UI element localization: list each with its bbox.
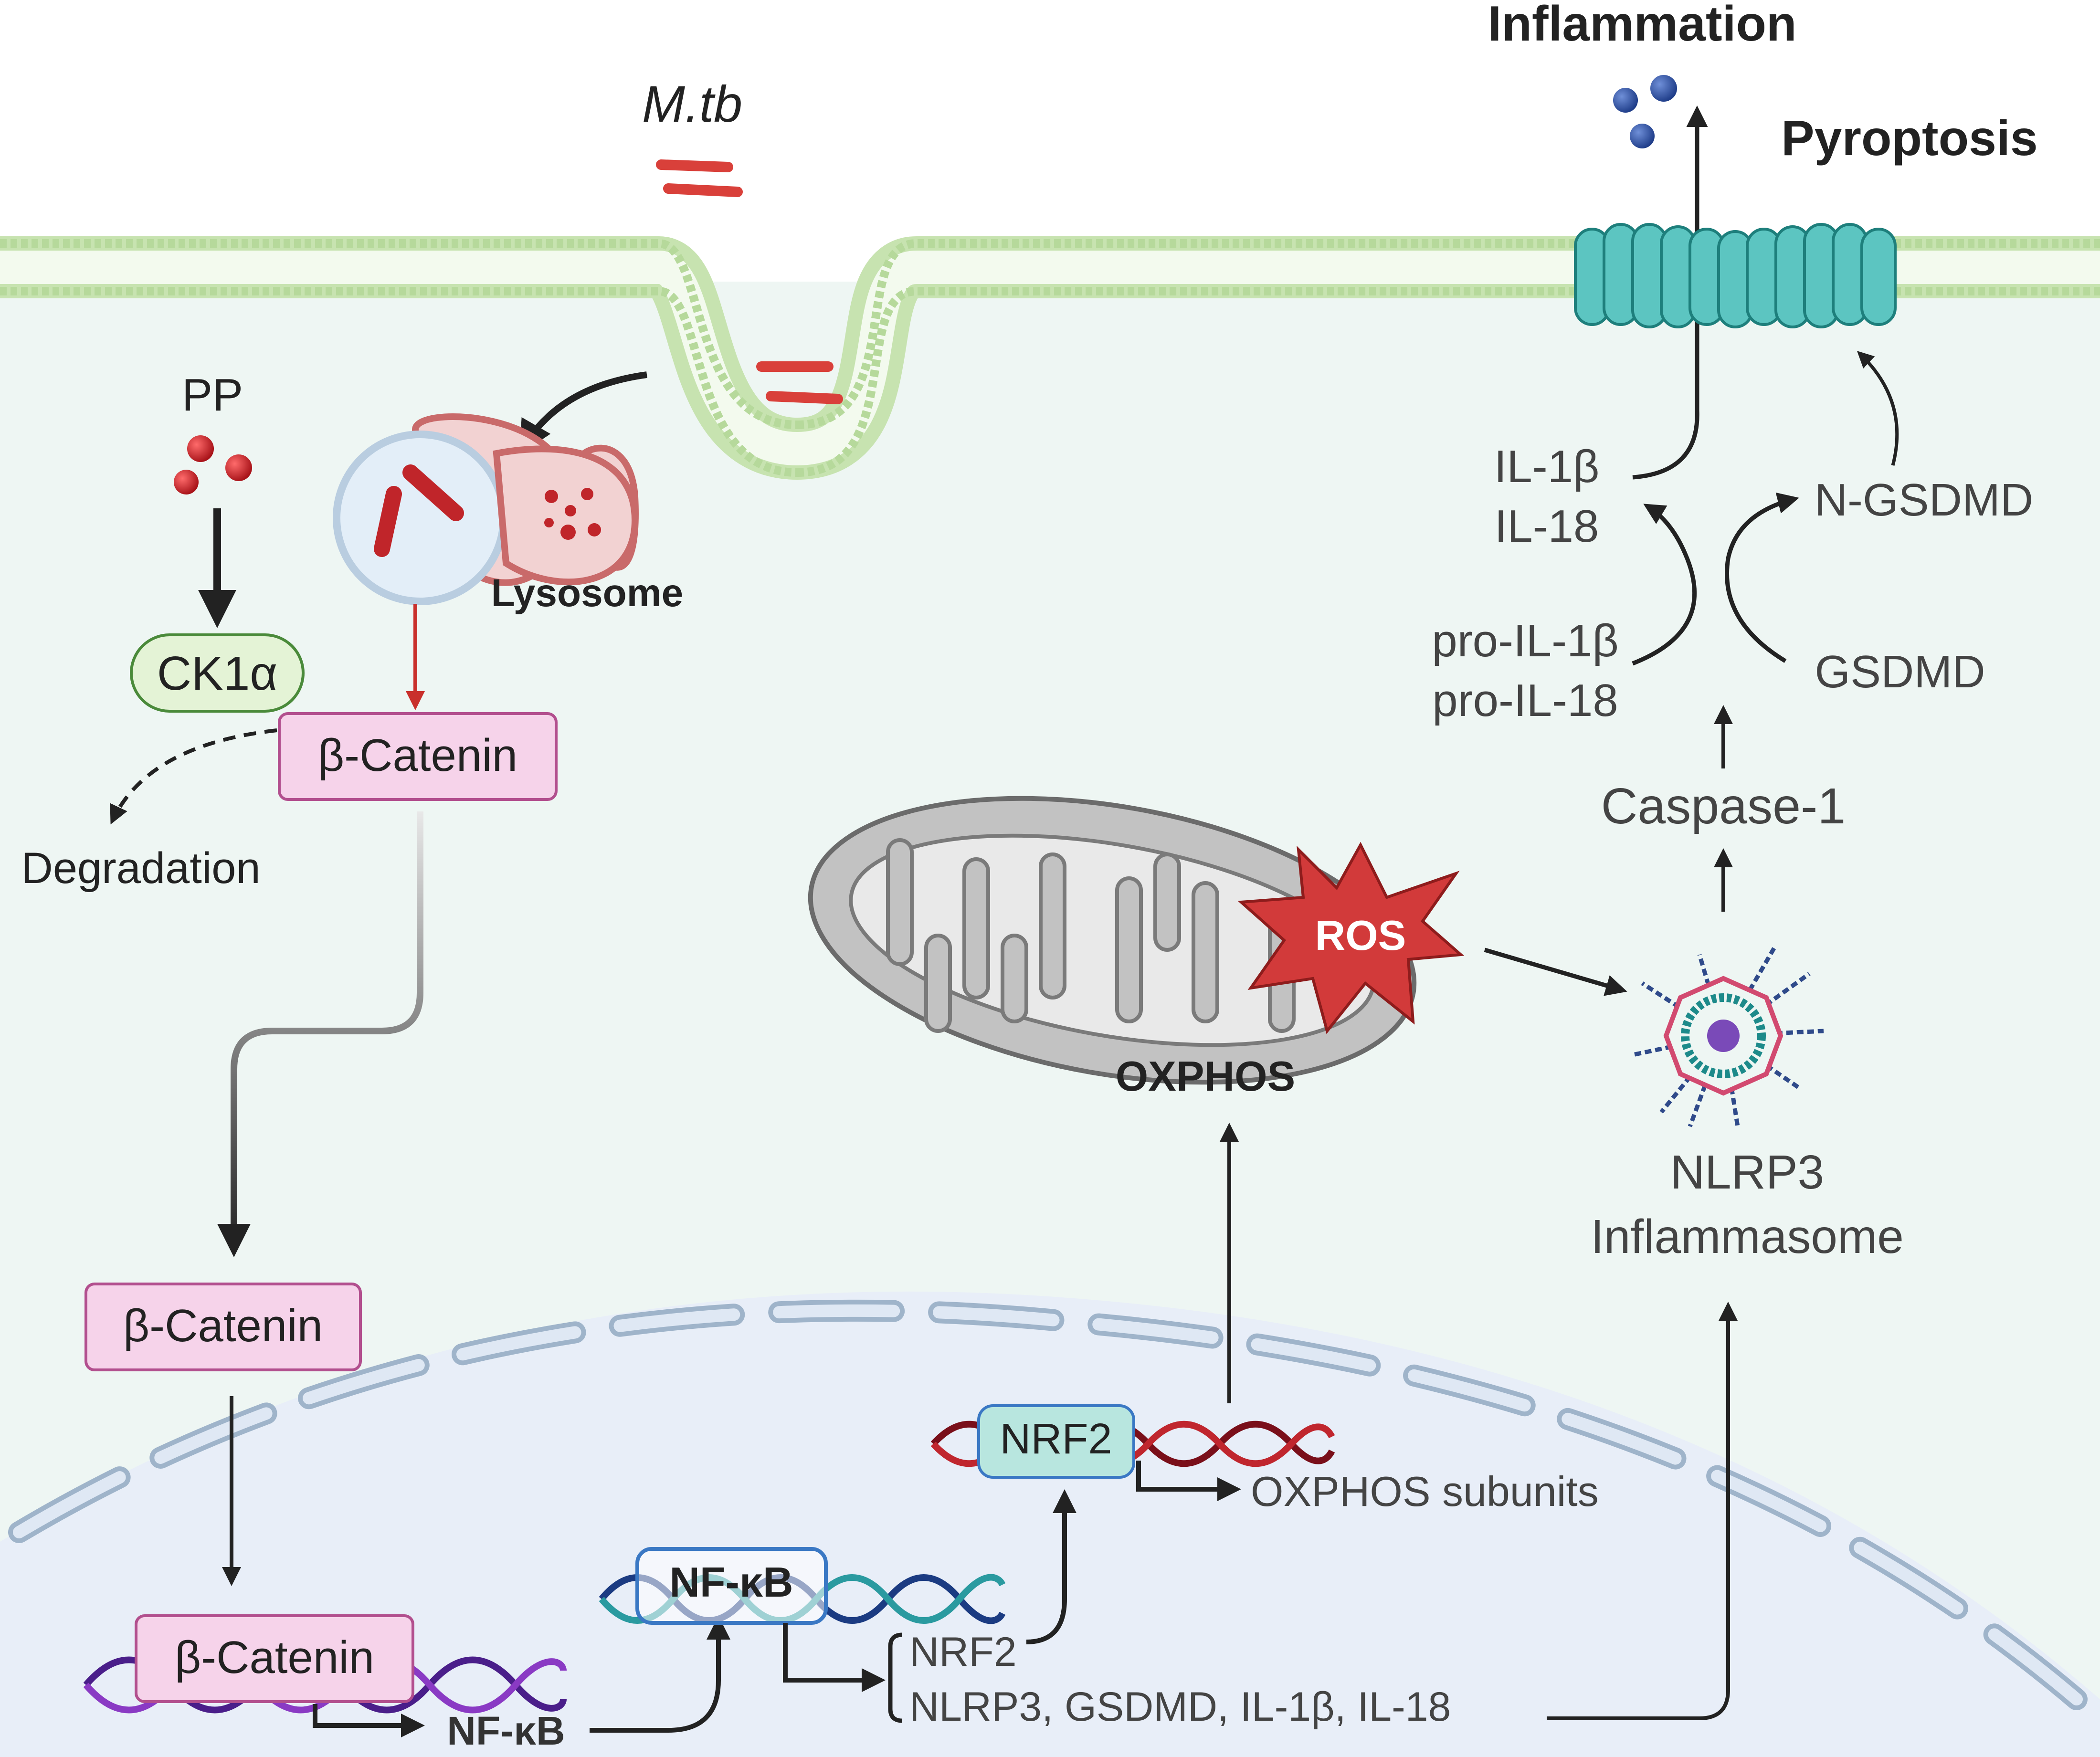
nlrp3-label-line1: NLRP3 (1670, 1146, 1824, 1199)
cytokine-molecule (1630, 124, 1655, 148)
mitochondrion (808, 796, 1417, 1085)
pp-label: PP (182, 369, 243, 421)
nfkb-target-label: NF-κB (447, 1708, 565, 1753)
caspase1-label: Caspase-1 (1601, 778, 1846, 834)
beta-catenin-cytoplasm-label: β-Catenin (318, 730, 517, 781)
nfkb-factor-box (635, 1547, 828, 1625)
pp-molecule (187, 435, 214, 462)
oxphos-subunits-label: OXPHOS subunits (1251, 1468, 1599, 1515)
cytokine-molecule (1613, 88, 1638, 113)
inflammation-label: Inflammation (1488, 0, 1796, 52)
beta-catenin-dna-box (135, 1614, 414, 1703)
catenin-translocation-line (231, 811, 423, 1251)
ck1a-label: CK1α (157, 647, 277, 700)
ck1a-box (130, 633, 305, 713)
nfkb-to-nlrp3-arrow (1547, 1302, 1738, 1720)
beta-catenin-mid-box (84, 1283, 362, 1371)
beta-catenin-dna-label: β-Catenin (175, 1632, 374, 1683)
catenin-transcription-arrow (313, 1704, 425, 1737)
cytokine-molecule (1650, 75, 1677, 102)
beta-catenin-cytoplasm-box (278, 712, 558, 801)
nrf2-transcription-arrow (1136, 1461, 1241, 1501)
cytokine-release-arrow (1632, 105, 1708, 480)
pro-il18-label: pro-IL-18 (1432, 675, 1618, 726)
lysosome-label: Lysosome (491, 571, 684, 615)
gsdmd-cleavage-arrow (1725, 492, 1799, 663)
nlrp3-inflammasome-icon (1632, 944, 1824, 1127)
pro-il1b-label: pro-IL-1β (1432, 615, 1618, 666)
nrf2-translation-arrow (1026, 1489, 1076, 1644)
nrf2-factor-box (977, 1404, 1135, 1479)
nfkb-factor-label: NF-κB (669, 1558, 793, 1606)
pyroptosis-label: Pyroptosis (1781, 111, 2037, 166)
n-gsdmd-label: N-GSDMD (1815, 474, 2034, 526)
nlrp3-label-line2: Inflammasome (1591, 1210, 1904, 1263)
phagolysosome (333, 413, 639, 605)
il18-label: IL-18 (1495, 501, 1599, 552)
gsdmd-label: GSDMD (1815, 646, 1985, 697)
plasma-membrane (0, 236, 2100, 480)
gene-bracket (888, 1632, 903, 1723)
degradation-label: Degradation (21, 844, 260, 893)
il1b-cleavage-arrow (1632, 504, 1697, 666)
gsdmd-pore (1574, 223, 1897, 328)
il1b-label: IL-1β (1494, 441, 1600, 492)
beta-catenin-mid-label: β-Catenin (123, 1300, 323, 1351)
nrf2-gene-label: NRF2 (909, 1629, 1017, 1675)
internalized-mtb (756, 361, 843, 404)
pp-molecule (174, 470, 199, 494)
ros-to-nlrp3-arrow (1484, 947, 1627, 996)
nfkb-activation-arrow (590, 1616, 730, 1733)
pore-formation-arrow (1857, 351, 1899, 466)
nfkb-transcription-arrow (783, 1623, 886, 1692)
nucleus (0, 1291, 2100, 1757)
nrf2-factor-label: NRF2 (1000, 1415, 1112, 1463)
nfkb-genes-label: NLRP3, GSDMD, IL-1β, IL-18 (909, 1684, 1451, 1730)
ros-label: ROS (1315, 912, 1406, 959)
oxphos-label: OXPHOS (1116, 1052, 1296, 1100)
mtb-label: M.tb (642, 75, 742, 133)
ros-burst (1237, 842, 1465, 1034)
degradation-arrow (110, 728, 277, 825)
pp-molecule (225, 454, 252, 481)
mtb-bacterium (656, 159, 743, 197)
